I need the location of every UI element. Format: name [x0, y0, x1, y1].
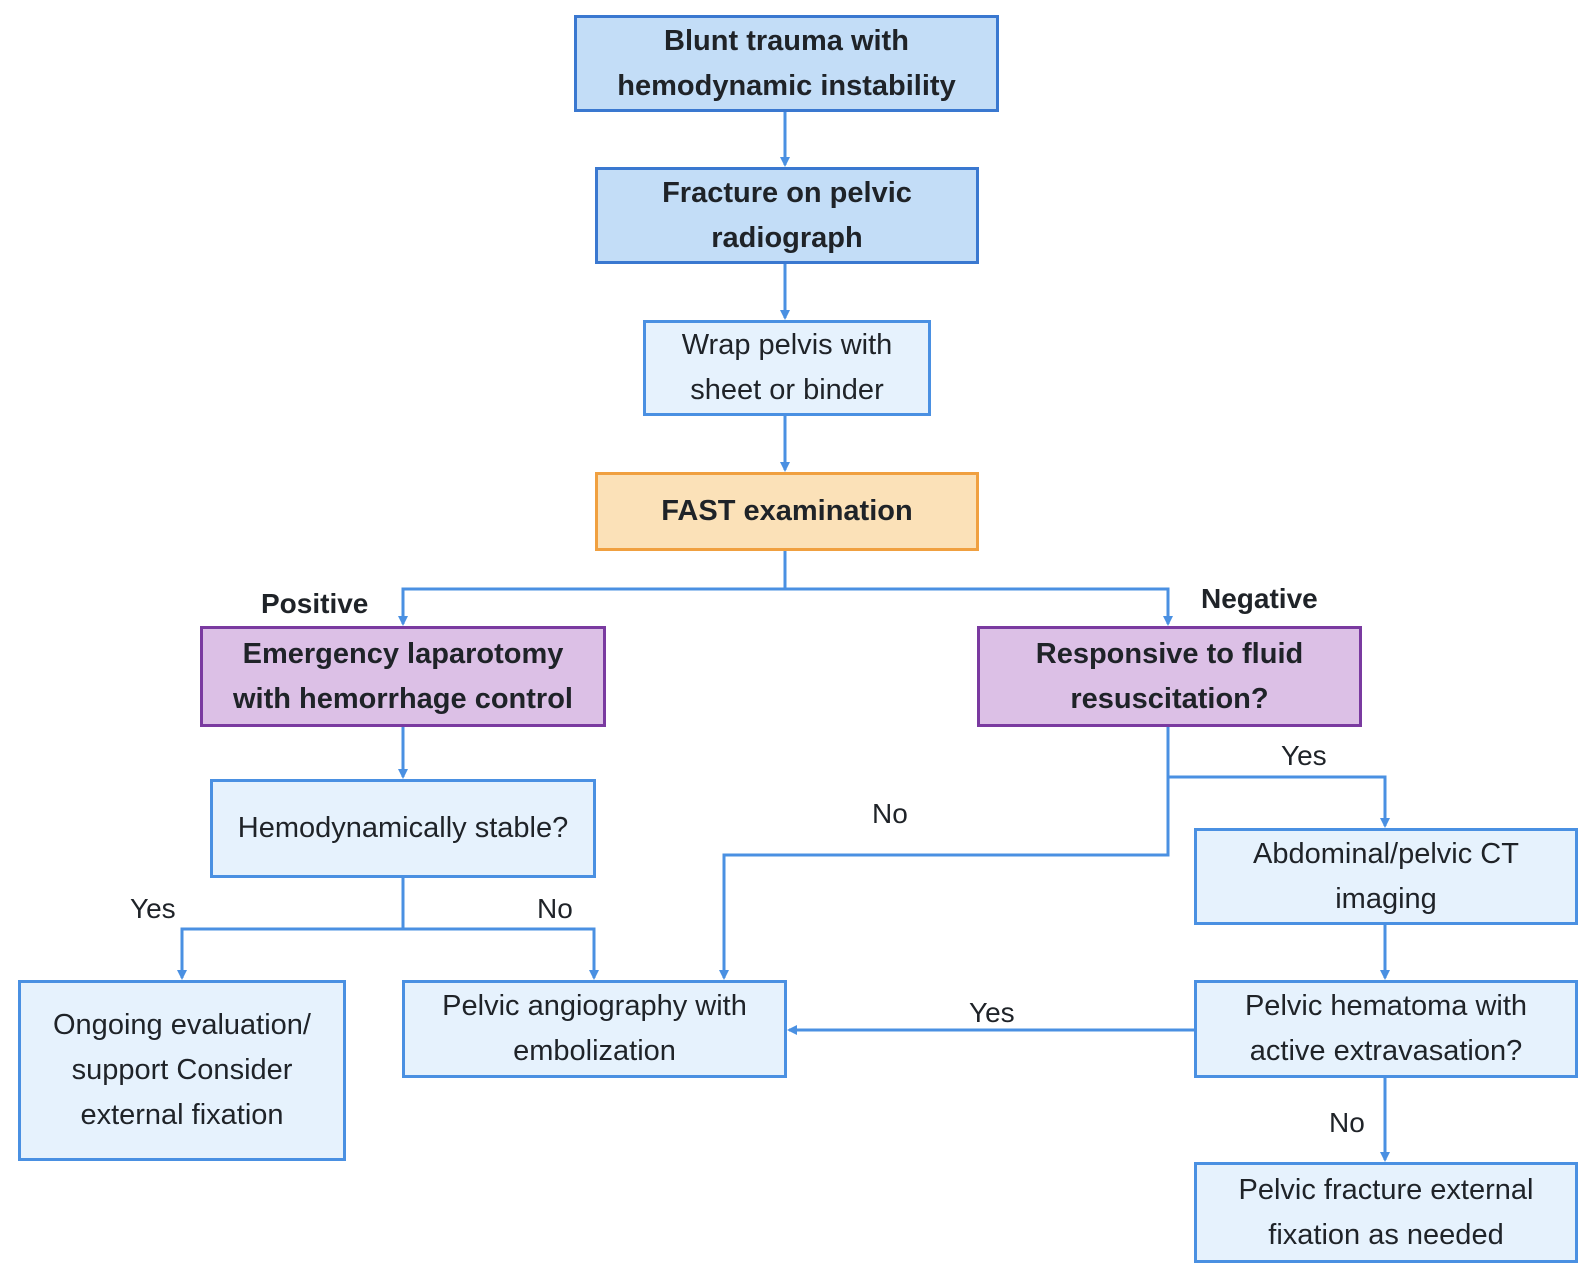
node-pelvic-hematoma-label: Pelvic hematoma with active extravasatio… [1244, 990, 1528, 1067]
node-blunt-trauma: Blunt trauma with hemodynamic instabilit… [574, 15, 999, 112]
edge-label-stable-no: No [537, 893, 573, 924]
edge-label-fluid-no: No [872, 798, 908, 829]
node-fast-examination-label: FAST examination [661, 495, 913, 527]
node-laparotomy: Emergency laparotomy with hemorrhage con… [200, 626, 606, 727]
node-blunt-trauma-label: Blunt trauma with hemodynamic instabilit… [617, 24, 956, 102]
node-ongoing-evaluation-label: Ongoing evaluation/ support Consider ext… [53, 1009, 311, 1131]
node-pelvic-hematoma: Pelvic hematoma with active extravasatio… [1194, 980, 1578, 1078]
edge-fast-to-fluid [785, 587, 1173, 626]
node-fluid-resuscitation: Responsive to fluid resuscitation? [977, 626, 1362, 727]
edge-fast-to-laparotomy [398, 551, 787, 626]
edge-label-stable-yes: Yes [130, 893, 176, 924]
edge-label-hematoma-no: No [1329, 1107, 1365, 1138]
node-fracture-label: Fracture on pelvic radiograph [662, 176, 912, 254]
node-external-fixation: Pelvic fracture external fixation as nee… [1194, 1162, 1578, 1263]
node-fracture: Fracture on pelvic radiograph [595, 167, 979, 264]
edge-label-hematoma-yes: Yes [969, 997, 1015, 1028]
node-external-fixation-label: Pelvic fracture external fixation as nee… [1238, 1173, 1534, 1251]
node-ongoing-evaluation: Ongoing evaluation/ support Consider ext… [18, 980, 346, 1161]
edge-label-positive: Positive [261, 588, 369, 619]
node-pelvic-angiography: Pelvic angiography with embolization [402, 980, 787, 1078]
node-laparotomy-label: Emergency laparotomy with hemorrhage con… [233, 637, 573, 715]
node-hemodynamically-stable: Hemodynamically stable? [210, 779, 596, 878]
node-ct-imaging-label: Abdominal/pelvic CT imaging [1253, 837, 1519, 915]
node-wrap-pelvis: Wrap pelvis with sheet or binder [643, 320, 931, 416]
node-hemodynamically-stable-label: Hemodynamically stable? [237, 812, 569, 844]
node-fluid-resuscitation-label: Responsive to fluid resuscitation? [1035, 637, 1304, 715]
edge-label-fluid-yes: Yes [1281, 740, 1327, 771]
edge-stable-to-angiography [403, 927, 599, 980]
node-ct-imaging: Abdominal/pelvic CT imaging [1194, 828, 1578, 925]
edge-stable-to-ongoing [177, 878, 405, 980]
node-pelvic-angiography-label: Pelvic angiography with embolization [442, 990, 747, 1067]
edge-fluid-to-ct [1166, 727, 1390, 828]
edge-fluid-to-angiography [719, 777, 1170, 980]
node-wrap-pelvis-label: Wrap pelvis with sheet or binder [681, 329, 893, 406]
edge-label-negative: Negative [1201, 583, 1318, 614]
node-fast-examination: FAST examination [595, 472, 979, 551]
